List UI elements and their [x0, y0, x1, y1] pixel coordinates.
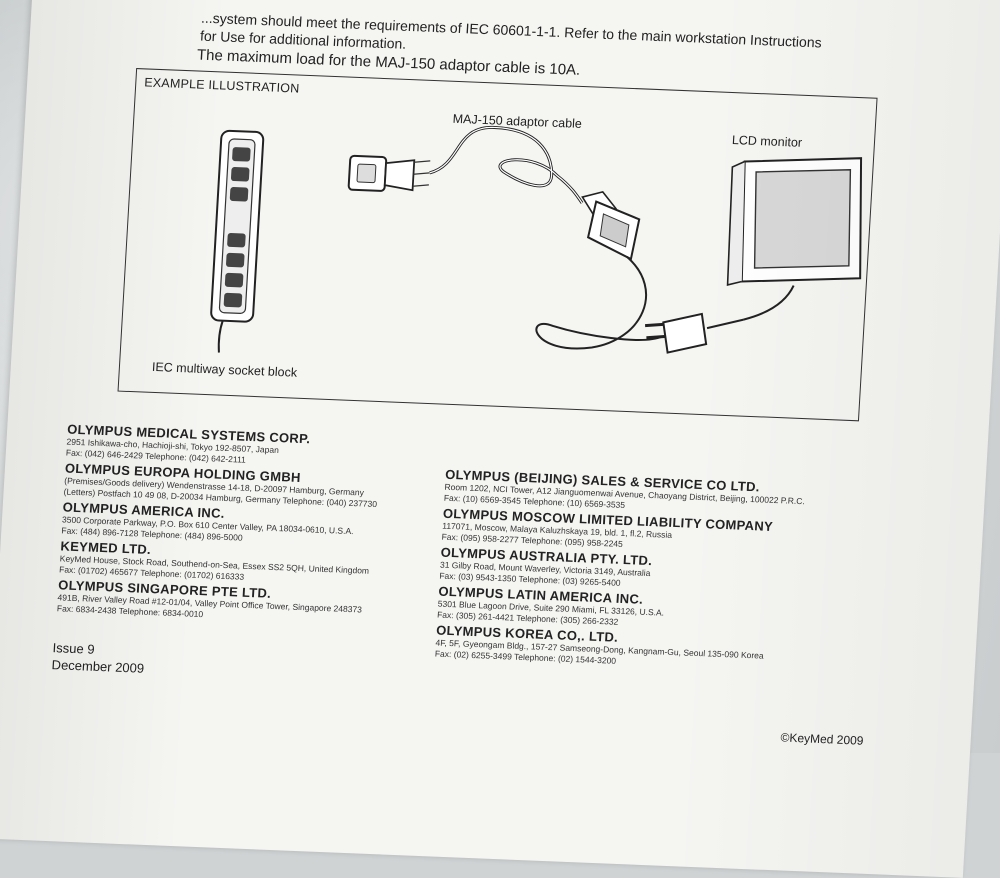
mains-plug-icon	[645, 312, 744, 354]
copyright-notice: ©KeyMed 2009	[780, 730, 864, 748]
contacts-right-column: OLYMPUS (BEIJING) SALES & SERVICE CO LTD…	[434, 467, 845, 678]
contacts-left-column: OLYMPUS MEDICAL SYSTEMS CORP.2951 Ishika…	[56, 422, 427, 631]
iec-plug-icon	[347, 154, 431, 192]
example-illustration-frame: EXAMPLE ILLUSTRATION MAJ-150 adaptor cab…	[117, 68, 878, 422]
wiring-diagram	[210, 125, 863, 354]
issue-info: Issue 9 December 2009	[51, 639, 145, 677]
socket-block-icon	[210, 129, 265, 353]
issue-date: December 2009	[51, 657, 145, 676]
iec-female-connector-icon	[581, 190, 641, 261]
lcd-monitor-icon	[726, 157, 863, 286]
